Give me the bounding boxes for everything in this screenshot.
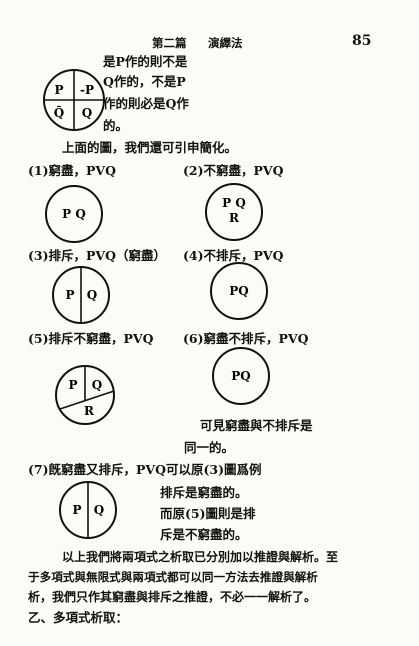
case-3-diagram: P Q bbox=[52, 266, 110, 324]
closing-line-2: 于多項式與無限式與兩項式都可以同一方法去推證與解析 bbox=[28, 570, 318, 584]
note-7-line-2: 而原(5)圖則是排 bbox=[160, 506, 256, 521]
chapter-label: 第二篇 bbox=[152, 36, 187, 50]
case-1-diagram: P Q bbox=[45, 185, 103, 243]
case-7-diagram: P Q bbox=[59, 481, 117, 539]
case-6-label: (6)窮盡不排斥，PVQ bbox=[183, 331, 309, 346]
intro-quadrant-diagram: P -P Q̄ Q bbox=[43, 69, 105, 131]
case-2-diagram: P Q R bbox=[205, 183, 263, 241]
intro-line-4: 的。 bbox=[103, 118, 129, 133]
case-1-label: (1)窮盡，PVQ bbox=[28, 163, 117, 178]
case-4-circle-text: PQ bbox=[229, 284, 248, 298]
case-4-label: (4)不排斥，PVQ bbox=[183, 248, 284, 263]
case-1-circle bbox=[45, 185, 103, 243]
case-5-diagonal-divider bbox=[59, 390, 115, 410]
case-6-diagram: PQ bbox=[212, 347, 270, 405]
case-3-left-label: P bbox=[65, 288, 74, 302]
case-5-diagram: P Q R bbox=[55, 365, 115, 425]
case-7-right-label: Q bbox=[94, 503, 104, 517]
case-4-circle bbox=[210, 262, 268, 320]
intro-line-1: 是P作的則不是 bbox=[103, 54, 188, 69]
closing-line-1: 以上我們將兩項式之析取已分別加以推證與解析。至 bbox=[62, 550, 339, 564]
case-2-label: (2)不窮盡，PVQ bbox=[183, 163, 284, 178]
case-5-r-label: R bbox=[84, 404, 95, 418]
intro-line-2: Q作的，不是P bbox=[103, 74, 186, 89]
intro-label-bl: Q̄ bbox=[54, 104, 64, 120]
intro-line-3: 作的則必是Q作 bbox=[103, 96, 189, 111]
note-6-line-2: 同一的。 bbox=[184, 440, 235, 455]
case-6-circle-text: PQ bbox=[231, 369, 250, 383]
closing-line-3: 析，我們只作其窮盡與排斥之推證，不必一一解析了。 bbox=[28, 590, 317, 604]
case-2-circle-top: P Q bbox=[222, 196, 246, 210]
case-3-label: (3)排斥，PVQ（窮盡） bbox=[28, 248, 167, 263]
case-5-q-label: Q bbox=[92, 378, 102, 392]
intro-label-tr: -P bbox=[80, 83, 94, 97]
case-4-diagram: PQ bbox=[210, 262, 268, 320]
section-heading: 乙、多項式析取： bbox=[28, 610, 129, 625]
case-7-label: (7)旣窮盡又排斥，PVQ可以原(3)圖爲例 bbox=[28, 462, 262, 477]
note-6-line-1: 可見窮盡與不排斥是 bbox=[200, 418, 313, 433]
chapter-title: 演繹法 bbox=[208, 36, 243, 50]
note-7-line-3: 斥是不窮盡的。 bbox=[160, 527, 248, 542]
intro-label-br: Q bbox=[82, 106, 92, 120]
case-2-circle-bottom: R bbox=[229, 211, 240, 225]
case-7-left-label: P bbox=[72, 503, 81, 517]
case-5-p-label: P bbox=[68, 378, 77, 392]
case-2-circle bbox=[205, 183, 263, 241]
case-1-circle-text: P Q bbox=[62, 207, 86, 221]
case-3-right-label: Q bbox=[87, 288, 97, 302]
intro-label-tl: P bbox=[54, 83, 63, 97]
simplify-line: 上面的圖，我們還可引申簡化。 bbox=[62, 140, 238, 155]
page-number: 85 bbox=[352, 33, 372, 49]
case-6-circle bbox=[212, 347, 270, 405]
case-5-label: (5)排斥不窮盡，PVQ bbox=[28, 331, 154, 346]
note-7-line-1: 排斥是窮盡的。 bbox=[160, 485, 248, 500]
